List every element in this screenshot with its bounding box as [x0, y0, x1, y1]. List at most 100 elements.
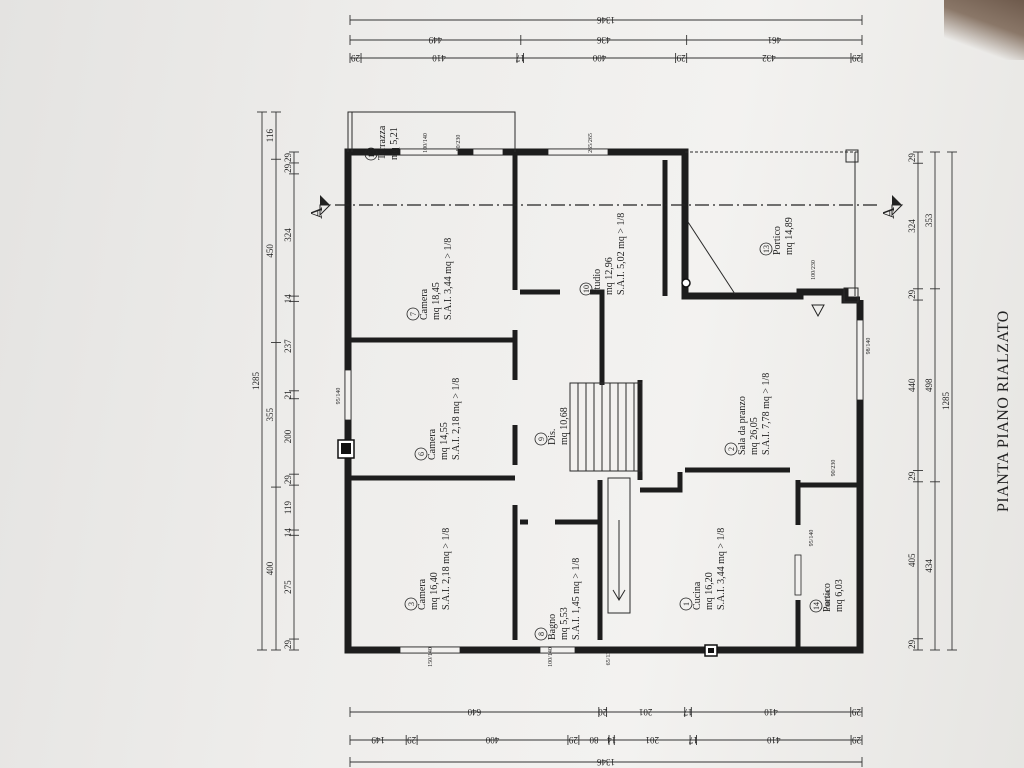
chimney-fill	[341, 443, 351, 454]
dimension-value: 116	[265, 129, 275, 143]
dimension-value: 29	[907, 471, 917, 481]
room-name: Portico	[772, 226, 783, 255]
opening-label: 150/140	[428, 647, 434, 667]
dimension-value: 29	[907, 153, 917, 163]
room-sai: S.A.I. 1,45 mq > 1/8	[571, 558, 582, 640]
room-area: mq 5,53	[559, 607, 570, 640]
room-area: mq 14,89	[784, 217, 795, 255]
dimension-value: 17	[515, 53, 525, 63]
room-name: Camera	[419, 288, 430, 320]
room-area: mq 5,21	[389, 127, 400, 160]
shaft-fill	[708, 648, 714, 653]
dimension-value: 29	[907, 289, 917, 299]
dimension-value: 434	[924, 559, 934, 573]
section-arrow	[320, 195, 330, 205]
section-arrow	[891, 204, 904, 217]
room-name: Camera	[427, 428, 438, 460]
opening-label: 265/265	[588, 133, 594, 153]
section-label-left: A	[307, 206, 326, 219]
dimension-value: 80	[589, 735, 599, 745]
dimension-value: 410	[432, 53, 446, 63]
dimension-value: 440	[907, 378, 917, 392]
dimension-value: 14	[607, 735, 617, 745]
dimension-value: 400	[592, 53, 606, 63]
room-area: mq 26,05	[749, 417, 760, 455]
portico-lines	[685, 149, 860, 303]
dimension-value: 400	[265, 561, 275, 575]
dimension-value: 14	[283, 294, 293, 304]
room-number-badge	[579, 282, 593, 296]
section-line-a: A A	[307, 195, 904, 219]
room-sai: S.A.I. 2,18 mq > 1/8	[451, 378, 462, 460]
room-number: 6	[417, 452, 426, 456]
room-number-badge	[809, 599, 823, 613]
opening-text: 80/230	[456, 135, 462, 152]
paper-edge-shadow	[944, 0, 1024, 60]
room-number: 1	[682, 602, 691, 606]
opening-label: 100/140	[548, 647, 554, 667]
dimension-value: 20	[598, 707, 608, 717]
dimension-value: 450	[265, 244, 275, 258]
dimension-value: 29	[351, 53, 361, 63]
opening-text: 98/140	[866, 338, 872, 355]
dimension-value: 324	[283, 228, 293, 242]
dimension-value: 201	[645, 735, 659, 745]
terrace-outline	[347, 111, 516, 152]
room-number-badge	[724, 442, 738, 456]
room-sai: S.A.I. 3,44 mq > 1/8	[716, 528, 727, 610]
pillar	[845, 149, 859, 163]
entrance-arrow	[811, 304, 825, 318]
dimension-value: 432	[762, 53, 776, 63]
dimension-value: 640	[467, 707, 481, 717]
dimension-value: 29	[676, 53, 686, 63]
drawing-title: PIANTA PIANO RIALZATO	[995, 310, 1012, 512]
dimension-value: 29	[852, 735, 862, 745]
dimension-value: 1346	[597, 757, 616, 767]
dimension-value: 1285	[941, 392, 951, 411]
opening-label: 100/230	[811, 260, 817, 280]
dimension-value: 1285	[251, 372, 261, 391]
dimension-value: 29	[568, 735, 578, 745]
section-label-right: A	[879, 206, 898, 219]
room-number-badge	[406, 307, 420, 321]
dimension-value: 498	[924, 378, 934, 392]
opening-label: 100/140	[423, 133, 429, 153]
room-sai: S.A.I. 2,18 mq > 1/8	[441, 528, 452, 610]
windows	[344, 148, 864, 654]
room-number-badge	[679, 597, 693, 611]
dimension-value: 353	[924, 213, 934, 227]
room-number: 9	[537, 437, 546, 441]
dimension-value: 149	[371, 735, 385, 745]
dimension-value: 400	[485, 735, 499, 745]
dimension-value: 237	[283, 339, 293, 353]
room-sai: S.A.I. 3,44 mq > 1/8	[443, 238, 454, 320]
room-number: 8	[537, 632, 546, 636]
dimension-value: 29	[283, 640, 293, 650]
pillar	[843, 287, 859, 303]
interior-walls	[348, 152, 858, 648]
room-sai: S.A.I. 5,02 mq > 1/8	[616, 213, 627, 295]
dimension-value: 14	[283, 528, 293, 538]
room-number: 14	[812, 602, 821, 610]
dimension-value: 324	[907, 219, 917, 233]
room-name: Dis.	[547, 429, 558, 445]
opening-label: 80/230	[456, 135, 462, 152]
room-area: mq 6,03	[834, 579, 845, 612]
dimension-value: 119	[283, 500, 293, 514]
room-area: mq 14,55	[439, 422, 450, 460]
room-number-badge	[534, 432, 548, 446]
room-area: mq 18,45	[431, 282, 442, 320]
dimension-value: 17	[683, 707, 693, 717]
dimension-value: 200	[283, 429, 293, 443]
room-number-badge	[404, 597, 418, 611]
room-number: 3	[407, 602, 416, 606]
dimension-value: 201	[639, 707, 653, 717]
room-name: Cucina	[692, 581, 703, 610]
